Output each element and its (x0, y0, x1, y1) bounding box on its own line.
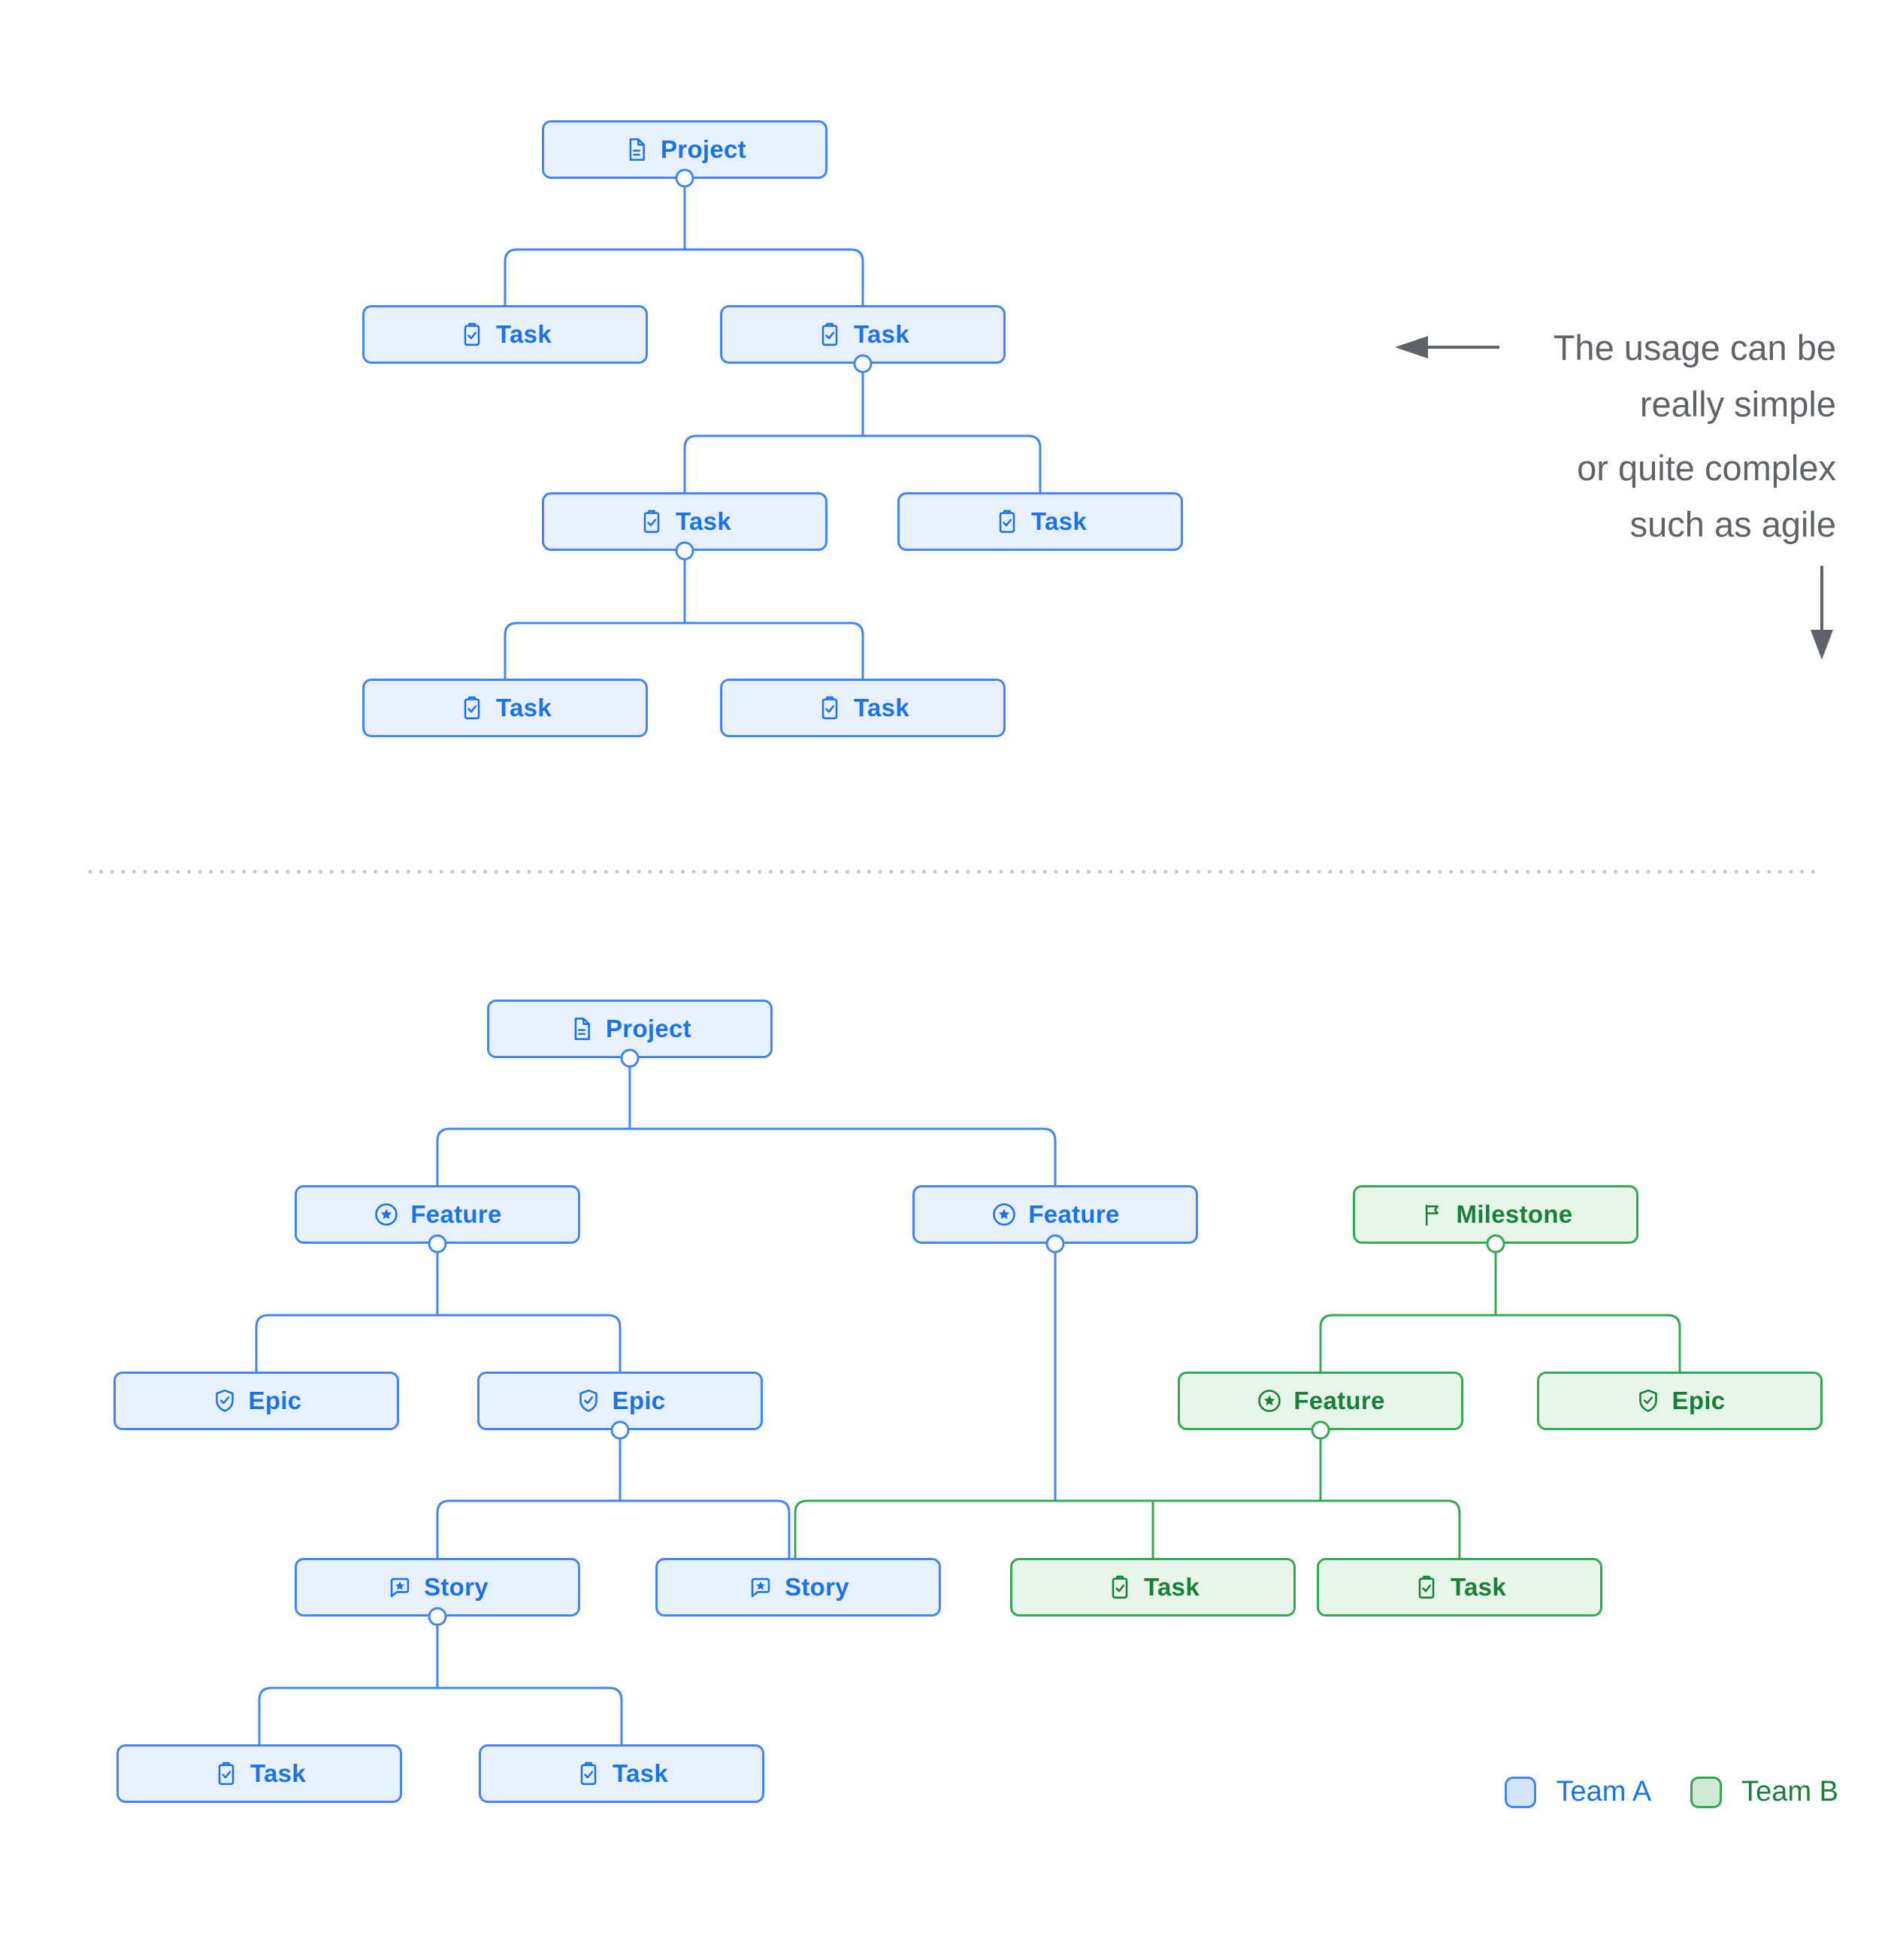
node-task: Task (1317, 1558, 1602, 1617)
clipboard-check-icon (643, 510, 660, 534)
node-label: Task (676, 507, 731, 535)
story-bubble-icon (390, 1577, 410, 1598)
node-label: Epic (1672, 1387, 1726, 1414)
legend: Team A Team B (1505, 1776, 1838, 1808)
document-icon (574, 1018, 590, 1040)
annotation-line: The usage can be (1553, 328, 1836, 368)
clipboard-check-icon (464, 696, 480, 720)
document-icon (629, 138, 645, 161)
star-circle-icon (375, 1203, 398, 1226)
node-label: Feature (1293, 1387, 1385, 1414)
node-task: Task (1010, 1558, 1296, 1617)
node-label: Epic (612, 1387, 666, 1414)
node-epic: Epic (113, 1372, 399, 1430)
legend-label-team-b: Team B (1741, 1776, 1838, 1807)
clipboard-check-icon (1112, 1575, 1128, 1599)
node-label: Task (1144, 1573, 1200, 1601)
arrow-down-icon (1811, 566, 1833, 660)
node-label: Story (424, 1573, 489, 1601)
node-task: Task (542, 492, 827, 551)
legend-item-team-b: Team B (1690, 1776, 1838, 1808)
node-label: Task (854, 320, 909, 348)
node-project-simple: Project (542, 120, 827, 179)
node-task: Task (116, 1744, 402, 1803)
annotation-paragraph-2: or quite complex such as agile (1554, 440, 1836, 552)
shield-check-icon (579, 1389, 598, 1412)
star-circle-icon (1258, 1390, 1281, 1412)
clipboard-check-icon (999, 510, 1015, 534)
annotation-text: The usage can be really simple or quite … (1554, 319, 1836, 552)
node-label: Task (1031, 507, 1087, 535)
node-task: Task (897, 492, 1183, 551)
annotation-line: such as agile (1629, 504, 1836, 544)
node-feature: Feature (912, 1185, 1198, 1244)
node-epic: Epic (477, 1372, 763, 1430)
clipboard-check-icon (464, 322, 480, 346)
node-label: Task (250, 1759, 306, 1787)
node-label: Task (496, 320, 552, 348)
node-label: Task (1451, 1573, 1506, 1601)
flag-icon (1425, 1205, 1439, 1226)
node-label: Project (606, 1015, 691, 1042)
simple-tree-edges (504, 186, 1042, 679)
shield-check-icon (215, 1389, 234, 1412)
node-project-complex: Project (487, 1000, 773, 1058)
team-a-swatch-icon (1505, 1776, 1537, 1808)
legend-label-team-a: Team A (1556, 1776, 1652, 1807)
arrow-left-icon (1395, 336, 1499, 358)
node-epic: Epic (1537, 1372, 1823, 1430)
clipboard-check-icon (218, 1762, 234, 1786)
node-task: Task (362, 679, 648, 737)
node-label: Task (613, 1759, 668, 1787)
node-label: Epic (248, 1387, 302, 1414)
shield-check-icon (1638, 1389, 1657, 1412)
clipboard-check-icon (821, 696, 838, 720)
annotation-paragraph-1: The usage can be really simple (1554, 319, 1836, 432)
team-b-swatch-icon (1690, 1776, 1723, 1808)
node-label: Task (496, 694, 552, 721)
node-story: Story (655, 1558, 941, 1617)
clipboard-check-icon (1418, 1575, 1435, 1599)
node-task: Task (479, 1744, 764, 1803)
star-circle-icon (993, 1203, 1016, 1226)
node-label: Task (854, 694, 909, 721)
clipboard-check-icon (821, 322, 838, 346)
legend-item-team-a: Team A (1505, 1776, 1651, 1808)
node-task: Task (362, 305, 648, 364)
node-task: Task (720, 679, 1006, 737)
node-label: Project (661, 135, 746, 163)
story-bubble-icon (751, 1577, 770, 1598)
node-task: Task (720, 305, 1006, 364)
clipboard-check-icon (580, 1762, 597, 1786)
annotation-line: really simple (1639, 384, 1836, 424)
node-label: Feature (410, 1200, 502, 1228)
node-milestone: Milestone (1353, 1185, 1638, 1244)
node-label: Milestone (1456, 1200, 1573, 1228)
node-label: Feature (1028, 1200, 1120, 1228)
node-feature: Feature (295, 1185, 580, 1244)
node-story: Story (295, 1558, 580, 1617)
node-feature: Feature (1178, 1372, 1463, 1430)
annotation-line: or quite complex (1577, 448, 1836, 488)
node-label: Story (785, 1573, 849, 1601)
